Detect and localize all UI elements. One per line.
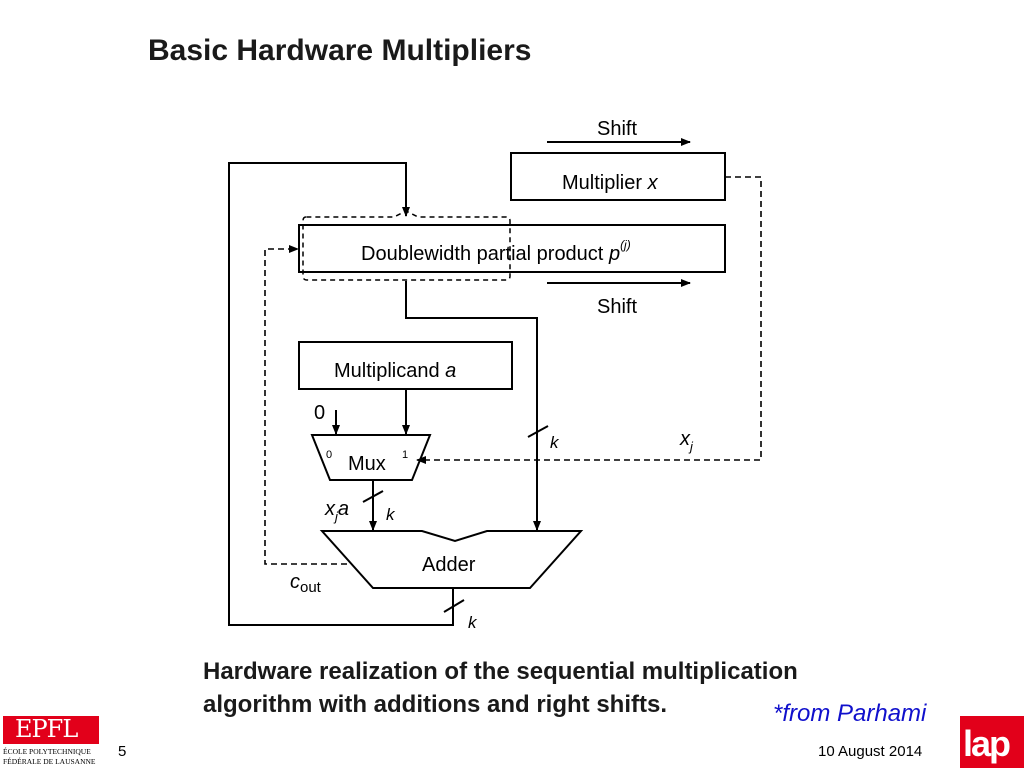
epfl-line-1: ÉCOLE POLYTECHNIQUE — [3, 747, 91, 756]
caption-line-1: Hardware realization of the sequential m… — [203, 658, 798, 685]
pp-to-adder-path — [405, 281, 541, 531]
shift-top-label: Shift — [597, 118, 637, 140]
k-label-pp: k — [550, 433, 560, 452]
epfl-logo: EPFL ÉCOLE POLYTECHNIQUE FÉDÉRALE DE LAU… — [0, 715, 105, 768]
xj-control-path — [416, 176, 762, 464]
slide-title: Basic Hardware Multipliers — [148, 34, 532, 67]
shift-bottom-label: Shift — [597, 296, 637, 318]
multiplier-label: Multiplier x — [562, 172, 659, 194]
partial-product-label: Doublewidth partial product p(j) — [361, 238, 631, 265]
slide-date: 10 August 2014 — [818, 743, 923, 760]
lap-logo: lap — [960, 716, 1024, 768]
k-label-out: k — [468, 613, 478, 632]
figure-caption: Hardware realization of the sequential m… — [203, 655, 798, 721]
mux-input-1: 1 — [402, 449, 408, 461]
cout-label: cout — [290, 571, 322, 596]
feedback-path — [228, 162, 454, 626]
mux-label: Mux — [348, 453, 386, 475]
cout-path — [264, 245, 347, 565]
caption-line-2: algorithm with additions and right shift… — [203, 691, 667, 718]
svg-text:lap: lap — [963, 723, 1010, 764]
epfl-line-2: FÉDÉRALE DE LAUSANNE — [3, 757, 96, 766]
k-slash-out — [443, 599, 465, 613]
xj-label: xj — [679, 428, 694, 454]
k-slash-mux — [362, 490, 384, 503]
multiplicand-label: Multiplicand a — [334, 360, 456, 382]
partial-product-register — [298, 224, 726, 273]
slide-number: 5 — [118, 743, 127, 760]
adder-block — [319, 530, 584, 589]
xja-label: xja — [324, 498, 349, 524]
source-credit: *from Parhami — [773, 700, 927, 727]
adder-label: Adder — [422, 554, 476, 576]
k-slash-pp — [527, 425, 549, 438]
epfl-mark: EPFL — [3, 715, 99, 744]
mux-input-0: 0 — [326, 449, 332, 461]
zero-input-label: 0 — [314, 402, 325, 424]
upper-half-bracket — [302, 210, 511, 281]
mux-block — [310, 434, 432, 481]
k-label-mux: k — [386, 505, 396, 524]
